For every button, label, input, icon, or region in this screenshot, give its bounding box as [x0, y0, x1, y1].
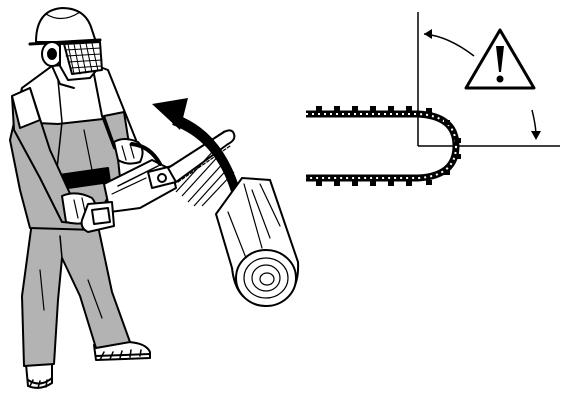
helmet-with-visor [28, 7, 103, 89]
chainsaw [80, 129, 236, 233]
curved-arrow-head [152, 98, 188, 130]
kickback-zone-diagram [306, 12, 560, 186]
warning-triangle-icon [464, 28, 536, 90]
arrow-head-down [531, 131, 541, 140]
log [214, 176, 300, 307]
arrow-head-left [424, 29, 432, 39]
guide-bar-chain [306, 106, 461, 186]
bark-lines [227, 183, 281, 259]
chain-teeth [316, 106, 461, 186]
right-arm [91, 63, 144, 165]
trousers [21, 221, 131, 367]
motion-lines [175, 149, 235, 207]
chainsaw-operator [9, 7, 236, 389]
visor-mesh [64, 42, 103, 75]
log-rings [243, 257, 289, 299]
jacket [9, 61, 121, 231]
